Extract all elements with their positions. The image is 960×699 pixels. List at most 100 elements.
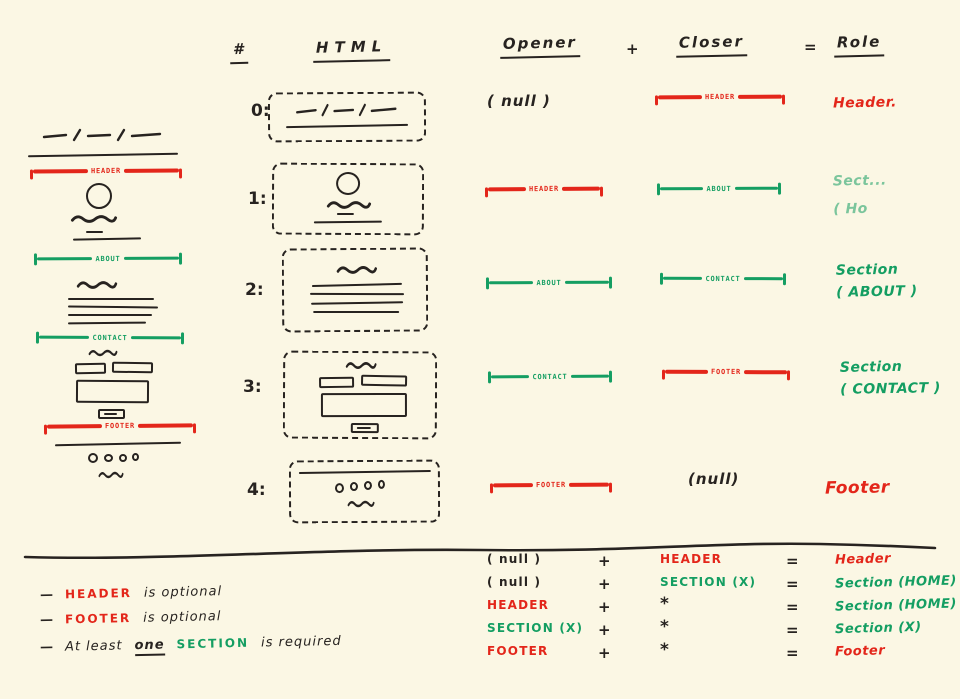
social-icon-circle <box>363 480 372 491</box>
rule-row: FOOTER + * = Footer <box>487 640 947 664</box>
note-bullet: — <box>39 639 54 656</box>
bracket-label: FOOTER <box>535 480 567 490</box>
note-bullet: — <box>39 587 54 603</box>
plus-sign-header: + <box>626 40 639 58</box>
wildcard-asterisk: * <box>660 640 671 660</box>
role-text-0: Header. <box>832 94 898 112</box>
bracket-endcap <box>608 370 613 383</box>
sketch-line <box>313 220 382 224</box>
bracket-label: FOOTER <box>104 421 136 431</box>
social-icon-circle <box>377 479 385 489</box>
column-header-number: # <box>229 39 249 65</box>
bracket-wire <box>38 335 90 339</box>
bracket-wire <box>490 375 530 379</box>
equals-sign: = <box>786 621 800 639</box>
bracket-wire <box>743 277 784 281</box>
rule-left: ( null ) <box>487 575 542 589</box>
rule-row: SECTION (X) + * = Section (X) <box>487 617 947 641</box>
bracket-endcap <box>782 272 787 285</box>
sketch-line <box>356 426 371 430</box>
rule-result: Section (X) <box>834 619 922 638</box>
sketch-line <box>86 231 103 233</box>
bracket-wire <box>492 483 533 488</box>
note-header-optional: — HEADER is optional <box>40 584 222 603</box>
plus-sign: + <box>598 644 612 662</box>
bracket-endcap <box>192 423 197 434</box>
contact-bracket: CONTACT <box>35 331 185 345</box>
opener-bracket-2: ABOUT <box>485 276 613 290</box>
row-number: 1: <box>248 189 267 209</box>
bracket-endcap <box>777 182 782 195</box>
note-keyword: SECTION <box>176 635 250 652</box>
equals-sign-header: = <box>804 38 817 56</box>
plus-sign: + <box>598 552 612 570</box>
html-fragment-box-4 <box>288 459 441 524</box>
plus-sign: + <box>598 621 612 639</box>
rule-result: Section (HOME) <box>834 573 958 592</box>
row-number: 0: <box>251 101 270 121</box>
row-number: 2: <box>245 280 264 300</box>
opener-bracket-4: FOOTER <box>489 480 613 495</box>
form-textarea-sketch <box>75 379 150 404</box>
sketch-line <box>72 237 142 241</box>
rule-left: SECTION (X) <box>487 621 584 635</box>
html-fragment-box-0 <box>267 91 427 143</box>
role-line: Section <box>835 261 899 279</box>
social-icon-circle <box>119 454 127 462</box>
opener-null-0: ( null ) <box>487 92 551 110</box>
sketch-line <box>336 212 354 216</box>
column-header-closer: Closer <box>675 32 748 58</box>
form-input-sketch <box>360 374 408 387</box>
paragraph-line <box>311 282 402 288</box>
text-squiggle-icon <box>336 266 378 274</box>
sketch-line <box>104 413 117 415</box>
bracket-wire <box>138 423 193 428</box>
bracket-endcap <box>608 276 613 289</box>
footer-bracket: FOOTER <box>43 421 197 435</box>
role-line: Section <box>839 358 903 376</box>
html-fragment-box-2 <box>281 247 429 333</box>
bracket-wire <box>130 336 182 340</box>
text-squiggle-icon <box>88 349 118 357</box>
bracket-endcap <box>178 168 183 179</box>
form-input-sketch <box>111 361 154 374</box>
social-icon-circle <box>104 454 113 462</box>
rule-row: ( null ) + HEADER = Header <box>487 551 947 572</box>
row-number: 4: <box>247 480 266 500</box>
bracket-wire <box>738 94 782 99</box>
paragraph-line <box>68 314 152 316</box>
html-fragment-box-3 <box>282 350 438 440</box>
bracket-label: CONTACT <box>92 333 128 342</box>
note-text: At least <box>64 638 123 655</box>
text-squiggle-icon <box>347 500 375 508</box>
note-text: is optional <box>143 584 223 601</box>
paragraph-line <box>313 310 400 313</box>
note-footer-optional: — FOOTER is optional <box>40 609 222 628</box>
social-icon-circle <box>88 453 98 463</box>
bracket-label: ABOUT <box>536 278 562 287</box>
role-text-1: Sect... ( Ho <box>833 170 888 221</box>
paragraph-line <box>311 301 404 305</box>
column-header-role: Role <box>833 32 885 58</box>
sketch-line <box>286 123 409 129</box>
bracket-wire <box>487 187 526 192</box>
sketch-line <box>54 441 182 447</box>
bracket-wire <box>36 257 93 261</box>
wildcard-asterisk: * <box>660 594 671 614</box>
nav-links-sketch <box>296 103 397 117</box>
note-text: is optional <box>143 609 222 626</box>
bracket-label: CONTACT <box>532 372 568 381</box>
rule-left: HEADER <box>487 598 550 612</box>
note-section-required: — At least one SECTION is required <box>40 634 342 658</box>
bracket-wire <box>124 168 179 173</box>
bracket-endcap <box>781 94 786 105</box>
note-bullet: — <box>39 612 54 628</box>
bracket-label: ABOUT <box>706 184 732 193</box>
social-icon-circle <box>349 482 358 492</box>
closer-bracket-3: FOOTER <box>661 368 791 382</box>
bracket-label: HEADER <box>528 184 560 194</box>
bracket-wire <box>32 169 88 174</box>
column-header-opener: Opener <box>499 33 581 59</box>
wildcard-asterisk: * <box>660 617 671 637</box>
note-keyword: FOOTER <box>64 610 132 627</box>
